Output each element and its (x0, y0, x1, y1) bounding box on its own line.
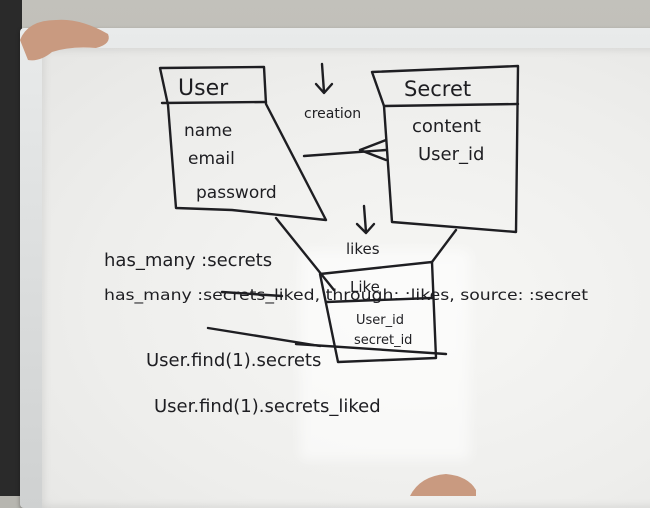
user-like-connector (274, 216, 336, 292)
code-find-secrets: User.find(1).secrets (146, 350, 321, 371)
secret-entity-box (370, 64, 520, 234)
user-field-password: password (196, 183, 277, 203)
like-entity-box (318, 260, 438, 364)
like-entity-title: Like (350, 278, 380, 296)
like-field-secret-id: secret_id (354, 333, 412, 348)
presenter-hand-top (20, 19, 476, 496)
user-title-divider (160, 100, 268, 105)
strike-line (294, 342, 448, 356)
light-glare (300, 250, 470, 460)
code-find-liked: User.find(1).secrets_liked (154, 396, 381, 417)
creation-arrow (314, 62, 334, 95)
user-entity-title: User (178, 76, 229, 101)
like-field-user-id: User_id (356, 313, 404, 328)
presenter-hand-bottom (410, 474, 476, 496)
presenter-silhouette (0, 0, 22, 496)
secrets-underline (220, 290, 284, 298)
crows-foot-secret (358, 138, 388, 162)
likes-label: likes (346, 240, 380, 258)
user-entity-box (158, 65, 328, 222)
secret-field-user-id: User_id (418, 144, 484, 165)
secret-title-divider (382, 102, 520, 108)
secret-field-content: content (412, 116, 481, 137)
secret-entity-title: Secret (404, 77, 471, 101)
secrets-liked-underline (206, 326, 322, 348)
secret-like-connector (430, 228, 458, 264)
code-has-many-secrets: has_many :secrets (104, 250, 272, 271)
creation-label: creation (304, 106, 361, 122)
user-field-email: email (188, 149, 235, 169)
likes-arrow (355, 204, 376, 235)
like-title-divider (324, 296, 434, 304)
whiteboard-drawing: User name email password Secret content … (104, 62, 588, 417)
code-has-many-liked: has_many :secrets_liked, through: :likes… (104, 286, 588, 305)
user-secret-connector (302, 148, 388, 158)
user-field-name: name (184, 121, 232, 141)
